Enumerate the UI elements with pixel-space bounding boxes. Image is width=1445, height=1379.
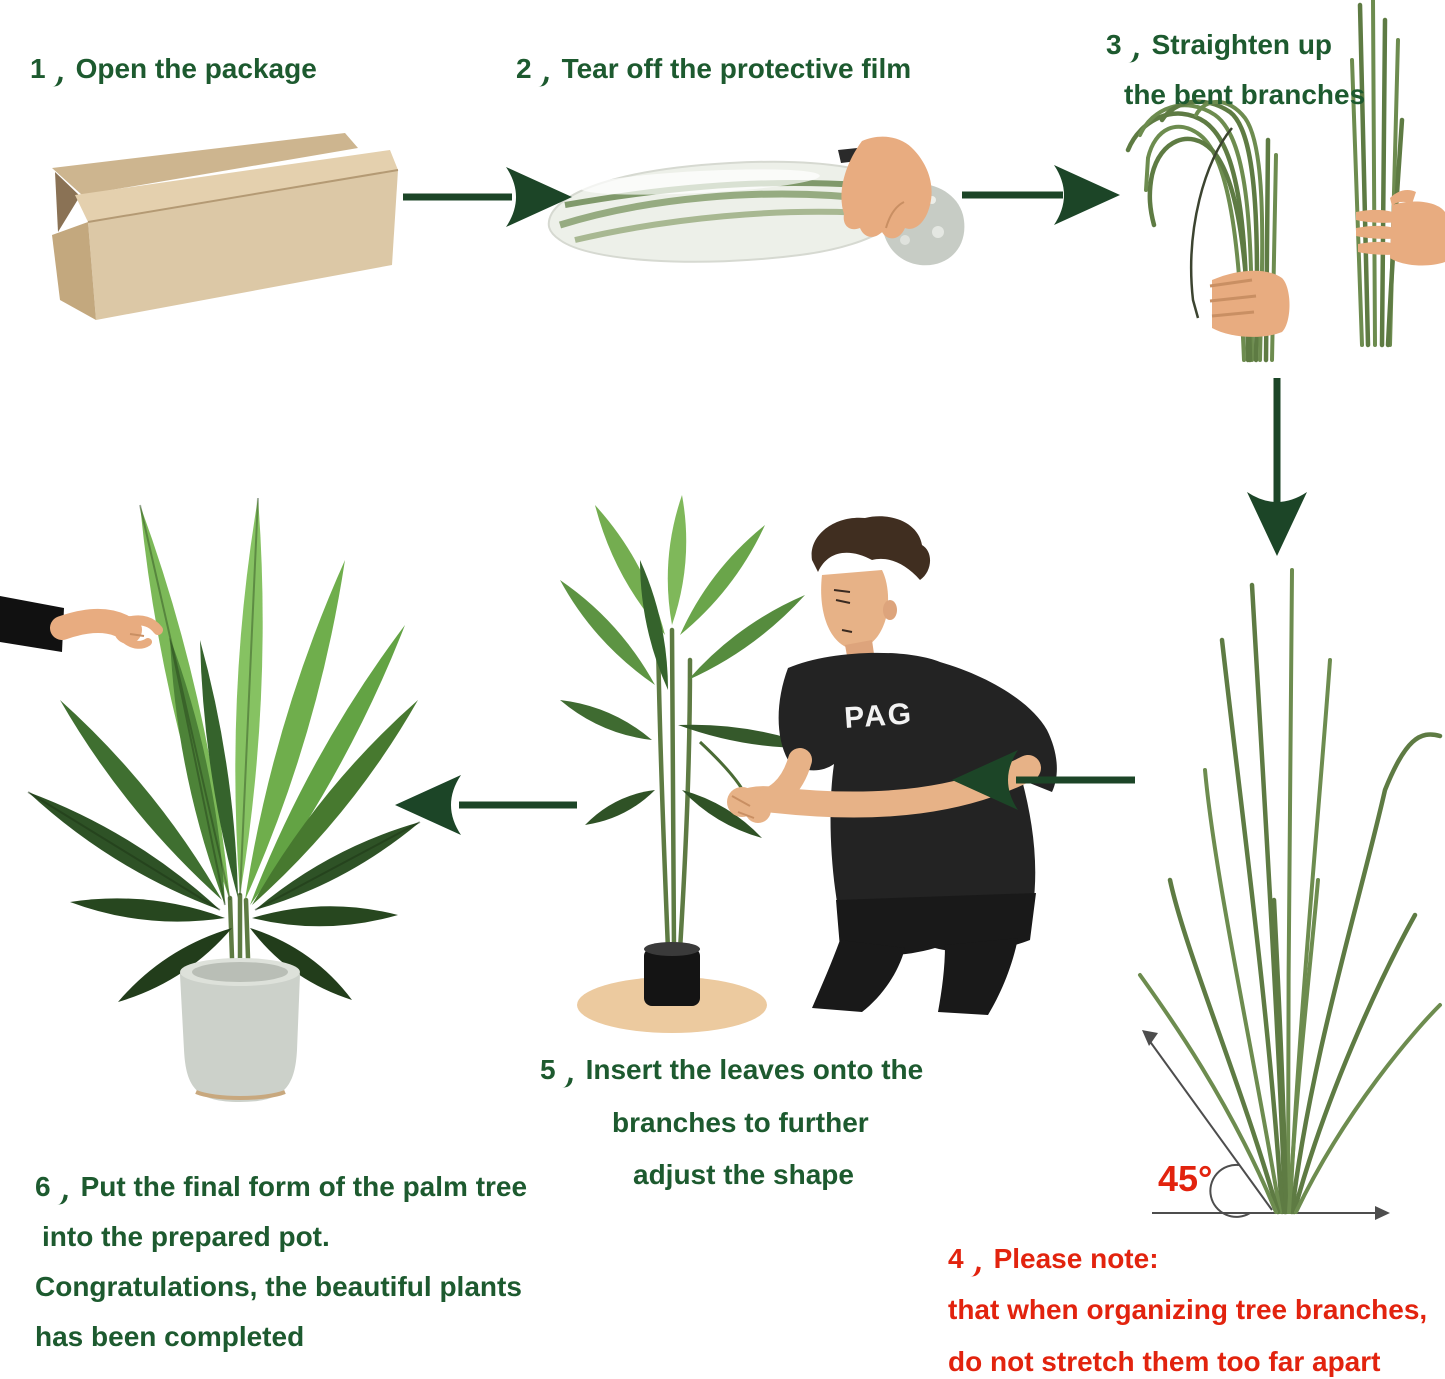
step4-note-text3: do not stretch them too far apart [948,1346,1381,1377]
step4-note-title-text: Please note: [993,1243,1159,1274]
straight-branches-photo [1350,0,1445,348]
straightened-branch-fan-photo [1138,568,1443,1215]
step6-number: 6 [35,1171,51,1202]
step6-caption-text2: into the prepared pot. [42,1221,330,1252]
step5-caption-text1: Insert the leaves onto the [585,1054,924,1085]
step1-caption-text: Open the package [75,53,317,84]
bent-branches-photo [1125,99,1290,363]
step3-caption-text2: the bent branches [1124,79,1366,110]
step1-number: 1 [30,53,46,84]
step4-note-title: 4、 Please note: [948,1242,1159,1277]
step2-number: 2 [516,53,532,84]
step6-caption-text4: has been completed [35,1321,305,1352]
step3-caption-line2: the bent branches [1124,78,1365,112]
step5-caption-text3: adjust the shape [633,1159,854,1190]
arrow-step5-to-step6 [395,775,577,835]
step4-note-line3: do not stretch them too far apart [948,1345,1380,1379]
ideographic-comma: 、 [49,78,64,87]
step5-caption-line1: 5、 Insert the leaves onto the [540,1053,923,1088]
shirt-graphic-text: PAG [843,697,914,735]
arrow-step1-to-step2 [403,167,572,227]
ideographic-comma: 、 [54,1196,69,1205]
arrow-step3-to-step4 [1247,378,1307,556]
arrow-step2-to-step3 [962,165,1120,225]
step6-caption-text3: Congratulations, the beautiful plants [35,1271,522,1302]
step5-caption-text2: branches to further [612,1107,869,1138]
step3-number: 3 [1106,29,1122,60]
step6-caption-text1: Put the final form of the palm tree [80,1171,528,1202]
step4-note-text2: that when organizing tree branches, [948,1294,1428,1325]
open-cardboard-box-photo [52,133,399,320]
step6-caption-line3: Congratulations, the beautiful plants [35,1270,522,1304]
step1-caption: 1、 Open the package [30,52,317,87]
angle-45-label: 45° [1158,1158,1213,1199]
step4-number: 4 [948,1243,964,1274]
angle-annotation [1142,1030,1390,1220]
step5-number: 5 [540,1054,556,1085]
finished-palm-photo [0,497,421,1102]
ideographic-comma: 、 [559,1079,574,1088]
ideographic-comma: 、 [535,78,550,87]
ideographic-comma: 、 [1125,54,1140,63]
step6-caption-line2: into the prepared pot. [42,1220,330,1254]
step5-caption-line3: adjust the shape [633,1158,854,1192]
ideographic-comma: 、 [967,1268,982,1277]
step3-caption-text1: Straighten up [1151,29,1333,60]
step6-caption-line4: has been completed [35,1320,304,1354]
step4-note-line2: that when organizing tree branches, [948,1293,1427,1327]
step2-caption-text: Tear off the protective film [561,53,912,84]
plastic-wrapped-bundle-photo [547,136,965,266]
step6-caption-line1: 6、 Put the final form of the palm tree [35,1170,527,1205]
step3-caption-line1: 3、 Straighten up [1106,28,1332,63]
man-inserting-leaves-photo: PAG [560,495,1057,1033]
arrow-step4-to-step5 [952,750,1135,810]
step5-caption-line2: branches to further [612,1106,869,1140]
step2-caption: 2、 Tear off the protective film [516,52,911,87]
